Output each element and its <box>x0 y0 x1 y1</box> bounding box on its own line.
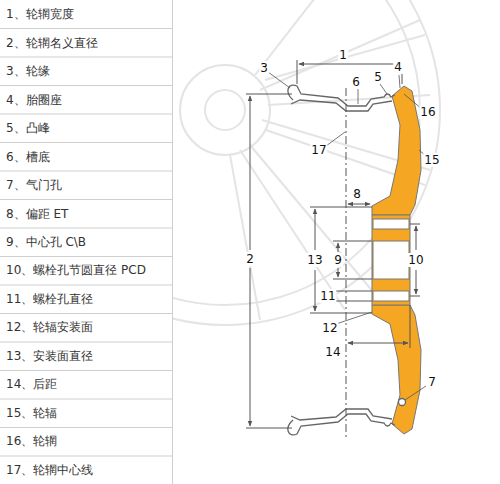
legend-row-text: 12、轮辐安装面 <box>6 320 93 334</box>
callout-number: 14 <box>324 345 341 359</box>
legend-row-text: 14、后距 <box>6 377 57 391</box>
callout-number: 12 <box>321 321 338 335</box>
table-grid <box>0 0 173 484</box>
legend-row-text: 13、安装面直径 <box>6 349 93 363</box>
legend-row-text: 3、轮缘 <box>6 64 50 78</box>
callout-number: 13 <box>306 253 323 267</box>
legend-row-text: 10、螺栓孔节圆直径 PCD <box>6 263 146 277</box>
callout-number: 6 <box>351 75 361 89</box>
callout-number: 5 <box>373 70 383 84</box>
legend-row-text: 1、轮辋宽度 <box>6 7 74 21</box>
legend-row-text: 16、轮辋 <box>6 434 57 448</box>
callout-number: 4 <box>393 60 403 74</box>
legend-row-text: 2、轮辋名义直径 <box>6 36 98 50</box>
legend-row-text: 8、偏距 ET <box>6 207 68 221</box>
callout-number: 1 <box>338 48 348 62</box>
legend-row-text: 7、气门孔 <box>6 178 62 192</box>
legend-row-text: 4、胎圈座 <box>6 93 62 107</box>
callout-number: 3 <box>259 61 269 75</box>
legend-row-text: 5、凸峰 <box>6 121 50 135</box>
legend-row-text: 11、螺栓孔直径 <box>6 292 93 306</box>
callout-number: 10 <box>407 253 424 267</box>
legend-row-text: 15、轮辐 <box>6 406 57 420</box>
callout-number: 8 <box>352 187 362 201</box>
rim-profile <box>288 85 406 435</box>
callout-number: 16 <box>419 105 436 119</box>
leader-lines <box>268 72 426 400</box>
callout-number: 11 <box>319 289 336 303</box>
callout-number: 17 <box>310 143 327 157</box>
legend-row-text: 9、中心孔 C\B <box>6 235 86 249</box>
dimension-lines <box>246 60 420 440</box>
faded-wheel <box>173 0 440 325</box>
callout-number: 2 <box>245 252 255 266</box>
callout-number: 15 <box>423 153 440 167</box>
callout-number: 9 <box>333 253 343 267</box>
callout-number: 7 <box>427 375 437 389</box>
legend-row-text: 17、轮辋中心线 <box>6 463 93 477</box>
legend-row-text: 6、槽底 <box>6 150 50 164</box>
